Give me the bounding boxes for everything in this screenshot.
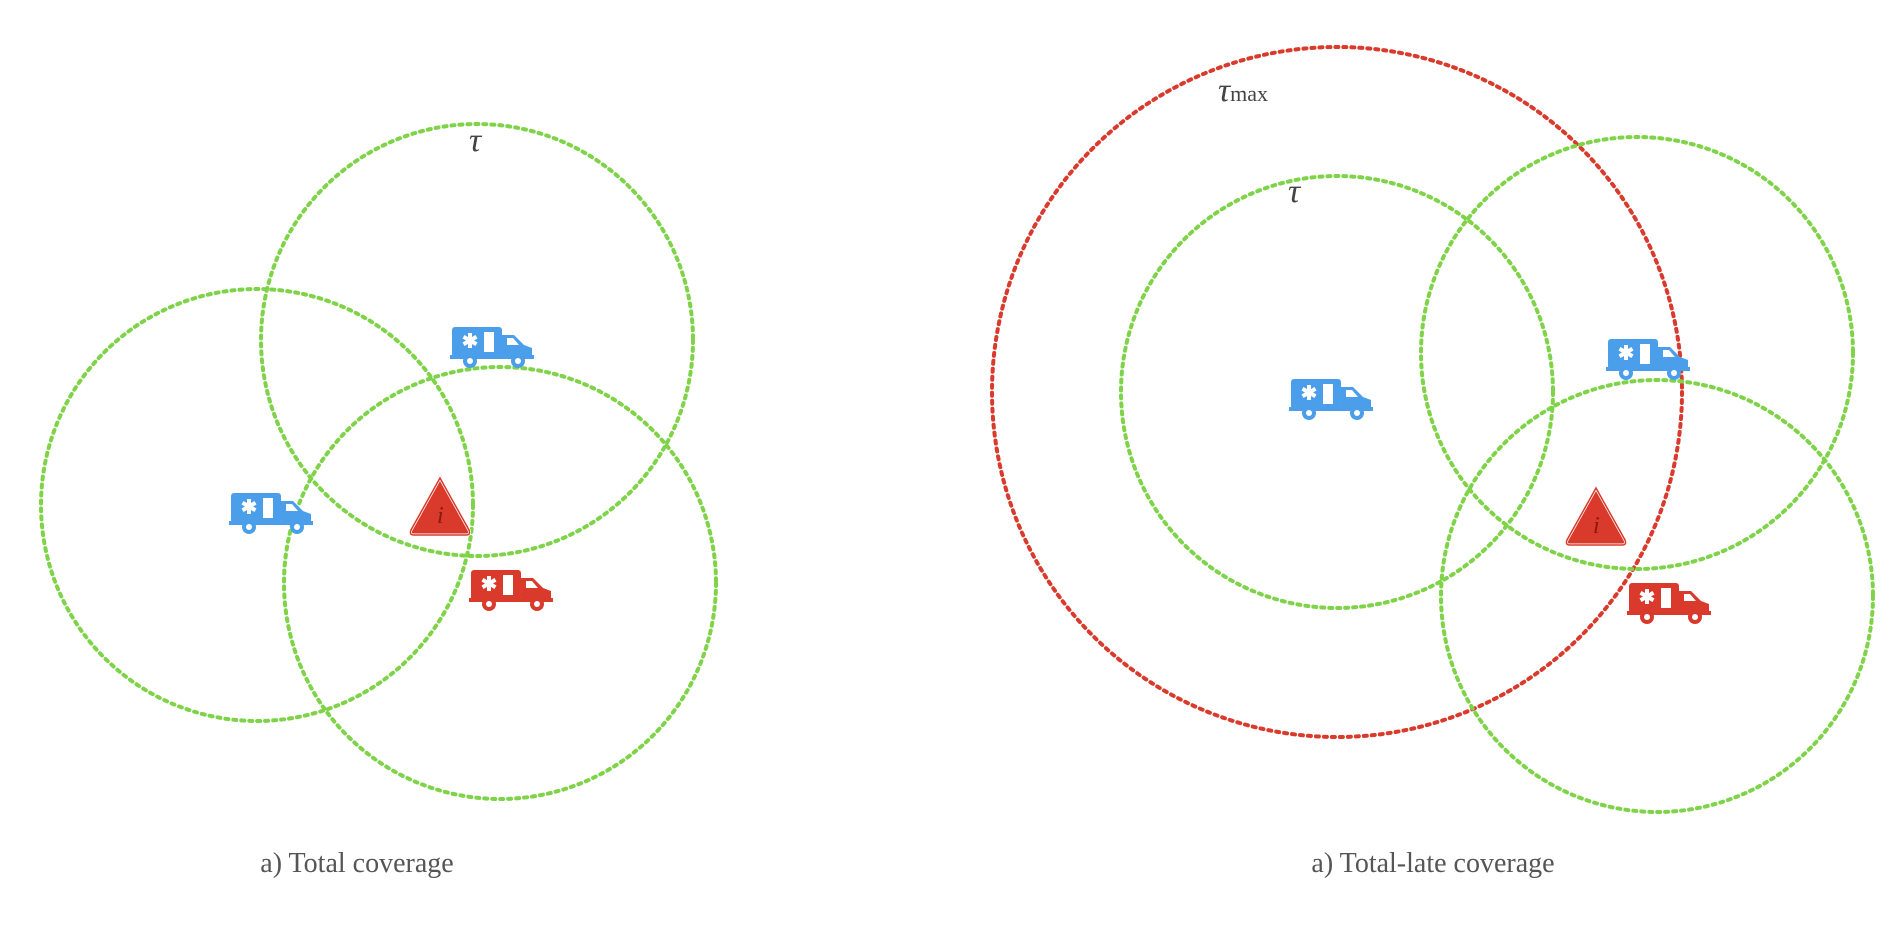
coverage-circle: [259, 122, 695, 558]
tau-label: τ: [469, 122, 482, 159]
coverage-circle: [282, 365, 718, 801]
warning-triangle-icon: i: [1564, 486, 1628, 547]
ambulance-icon: [469, 570, 553, 611]
panel-total-coverage: i: [39, 122, 718, 801]
caption-total-coverage: a) Total coverage: [260, 848, 454, 879]
panel-total-late-coverage: i: [990, 45, 1875, 814]
ambulance-icon: [1627, 583, 1711, 624]
caption-total-late-coverage: a) Total-late coverage: [1311, 848, 1555, 879]
tau-label: τ: [1288, 173, 1301, 210]
late-coverage-circle: [990, 45, 1684, 739]
coverage-circle: [1439, 378, 1875, 814]
tau-max-symbol: τ: [1218, 72, 1231, 109]
coverage-circle: [1419, 135, 1855, 571]
incident-label: i: [437, 503, 444, 529]
incident-label: i: [1593, 513, 1600, 539]
tau-max-subscript: max: [1230, 81, 1269, 106]
coverage-circle: [1119, 174, 1555, 610]
coverage-circle: [39, 287, 475, 723]
warning-triangle-icon: i: [408, 476, 472, 537]
ambulance-icon: [450, 327, 534, 368]
tau-max-label: τmax: [1218, 72, 1268, 110]
ambulance-icon: [1289, 379, 1373, 420]
